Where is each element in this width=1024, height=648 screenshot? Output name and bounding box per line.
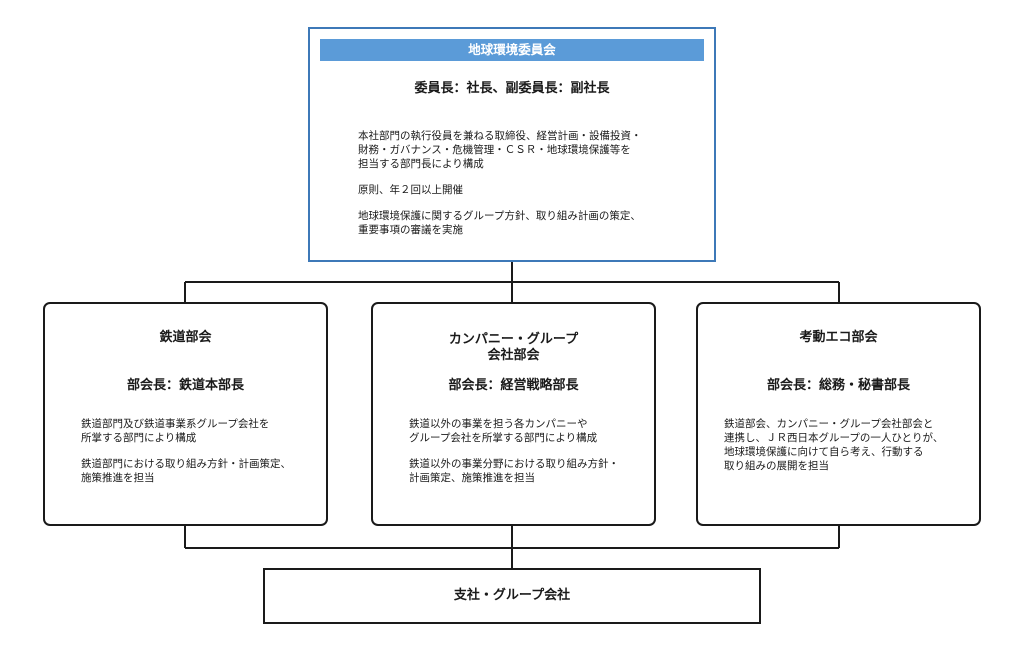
committee-description: 本社部門の執行役員を兼ねる取締役、経営計画・設備投資・ 財務・ガバナンス・危機管… xyxy=(358,129,698,249)
eco-action-department-box: 考動エコ部会 部会長：総務・秘書部長 鉄道部会、カンパニー・グループ会社部会と … xyxy=(696,302,981,526)
department-description: 鉄道以外の事業を担う各カンパニーや グループ会社を所掌する部門により構成 鉄道以… xyxy=(409,417,654,497)
department-title: 考動エコ部会 xyxy=(799,330,878,345)
department-description: 鉄道部会、カンパニー・グループ会社部会と 連携し、ＪＲ西日本グループの一人ひとり… xyxy=(724,417,979,485)
department-head: 部会長：鉄道本部長 xyxy=(126,378,244,393)
committee-paragraph: 原則、年２回以上開催 xyxy=(358,184,463,196)
railway-department-box: 鉄道部会 部会長：鉄道本部長 鉄道部門及び鉄道事業系グループ会社を 所掌する部門… xyxy=(43,302,328,526)
department-description: 鉄道部門及び鉄道事業系グループ会社を 所掌する部門により構成 鉄道部門における取… xyxy=(81,417,326,497)
committee-paragraph: 本社部門の執行役員を兼ねる取締役、経営計画・設備投資・ 財務・ガバナンス・危機管… xyxy=(358,130,642,170)
department-paragraph: 鉄道部門における取り組み方針・計画策定、 施策推進を担当 xyxy=(81,458,291,484)
department-title: カンパニー・グループ 会社部会 xyxy=(448,332,579,363)
department-paragraph: 鉄道部会、カンパニー・グループ会社部会と 連携し、ＪＲ西日本グループの一人ひとり… xyxy=(724,418,944,472)
department-paragraph: 鉄道以外の事業を担う各カンパニーや グループ会社を所掌する部門により構成 xyxy=(409,418,598,444)
department-head: 部会長：総務・秘書部長 xyxy=(766,378,910,393)
branches-box: 支社・グループ会社 xyxy=(263,568,761,624)
department-title: 鉄道部会 xyxy=(159,330,212,345)
department-head: 部会長：経営戦略部長 xyxy=(448,378,579,393)
committee-box: 地球環境委員会 委員長：社長、副委員長：副社長 本社部門の執行役員を兼ねる取締役… xyxy=(308,27,716,262)
company-group-department-box: カンパニー・グループ 会社部会 部会長：経営戦略部長 鉄道以外の事業を担う各カン… xyxy=(371,302,656,526)
department-paragraph: 鉄道部門及び鉄道事業系グループ会社を 所掌する部門により構成 xyxy=(81,418,270,444)
committee-chair: 委員長：社長、副委員長：副社長 xyxy=(414,81,610,96)
committee-title: 地球環境委員会 xyxy=(320,39,704,61)
department-paragraph: 鉄道以外の事業分野における取り組み方針・ 計画策定、施策推進を担当 xyxy=(409,458,619,484)
committee-paragraph: 地球環境保護に関するグループ方針、取り組み計画の策定、 重要事項の審議を実施 xyxy=(358,210,641,236)
